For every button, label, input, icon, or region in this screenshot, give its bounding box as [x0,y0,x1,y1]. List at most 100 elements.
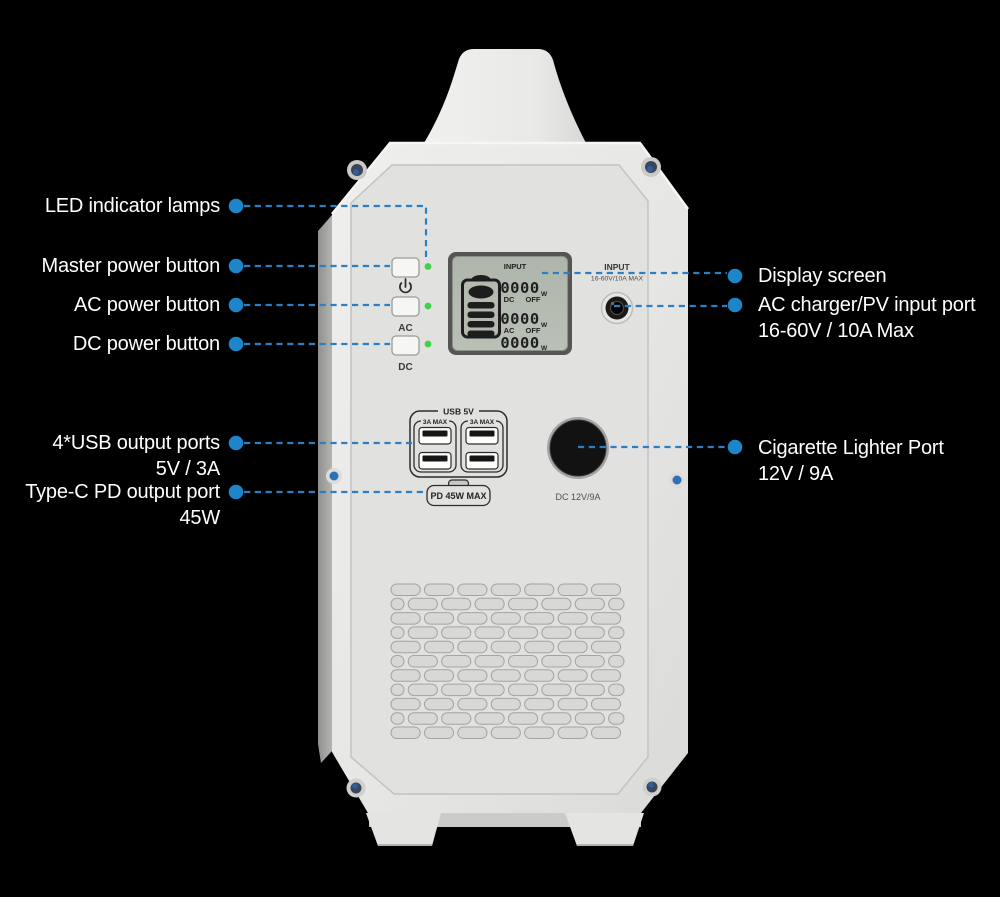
cig-port-label: DC 12V/9A [555,492,600,502]
lcd-row1-unit: W [541,291,548,298]
vent-slot [490,697,521,711]
dot-cig-port [727,439,743,455]
usb-block-right-label: 3A MAX [470,419,495,426]
vent-slot [474,712,505,725]
vent-slot [441,626,472,639]
body-side-face [318,215,332,763]
dot-led-indicators [228,198,244,214]
callout-cig-port: Cigarette Lighter Port 12V / 9A [758,435,944,487]
usb-group-label: USB 5V [443,407,474,417]
vent-slot [541,655,572,668]
vent-slot [524,612,555,625]
vent-slot [457,726,488,739]
vent-slot [490,726,521,739]
vent-slot [390,583,421,596]
callout-label: Type-C PD output port [25,481,220,503]
vent-slot [557,669,588,682]
vent-slot [390,726,421,739]
vent-slot [390,612,421,625]
dc-power-button[interactable] [391,335,420,356]
vent-slot [574,626,605,639]
usb-port-2[interactable] [418,451,452,470]
led-master [424,263,432,270]
vent-slot [390,697,421,711]
usb-block-left-label-bg [421,417,449,426]
callout-input-port: AC charger/PV input port 16-60V / 10A Ma… [758,292,976,344]
dot-input-port [727,297,743,313]
master-power-button[interactable] [391,257,420,278]
vent-slot [390,669,421,682]
vent-slot [608,597,625,611]
callout-dc-power: DC power button [73,331,220,357]
callout-lines [244,204,727,494]
callout-label: LED indicator lamps [44,195,220,217]
callout-dots [228,198,743,500]
callout-label: AC power button [74,294,220,316]
callout-usb-ports: 4*USB output ports 5V / 3A [52,430,220,482]
dot-dc-button [228,336,244,352]
vent-slot [423,726,455,739]
callout-display-screen: Display screen [758,263,887,289]
lcd-row1-label: INPUT [504,262,527,271]
vent-slot [441,683,472,697]
dot-type-c [228,484,244,500]
vent-slot [574,655,605,668]
vent-slot [557,697,588,711]
vent-slot [407,597,438,611]
lcd-row2-status: OFF [526,295,541,304]
vent-slot [423,583,455,596]
vent-slot [490,669,521,682]
lcd-row3-digits: 0000 [500,334,539,352]
vent-slot [457,583,488,596]
vent-slot [490,583,521,596]
vent-slot [608,655,625,668]
usb-port-4[interactable] [465,451,499,470]
lcd-row2-label: DC [504,295,515,304]
lcd-row3-status: OFF [526,326,541,335]
vent-slot [457,697,488,711]
usb-port-1[interactable] [418,426,452,445]
battery-icon [461,275,501,339]
vent-slot [608,712,625,725]
dot-ac-button [228,297,244,313]
ac-pv-input-port[interactable]: INPUT 16-60V/10A MAX [591,262,644,325]
vent-slot [590,583,622,596]
control-buttons: AC DC [391,257,432,373]
vent-slot [407,626,438,639]
ac-power-button[interactable] [391,296,420,317]
lcd-row3-label: AC [504,326,515,335]
vent-slot [390,640,421,654]
vent-slot [507,683,539,697]
led-ac [424,302,432,310]
vent-slot [390,712,405,725]
vent-slot [590,726,622,739]
vent-slot [441,655,472,668]
callout-led-indicators: LED indicator lamps [45,193,220,219]
callout-label: 4*USB output ports [52,432,220,454]
screw-mid-left [326,468,342,484]
vent-slot [507,712,539,725]
vent-slot [407,683,438,697]
lcd-row3-unit: W [541,345,548,352]
corner-screws [326,157,685,798]
vent-slot [590,697,622,711]
callout-sublabel: 5V / 3A [155,458,220,480]
callout-label: DC power button [72,333,220,355]
vent-slot [590,669,622,682]
vent-slot [557,612,588,625]
vent-slot [608,683,625,697]
vent-slot [608,626,625,639]
pd-label-box [426,484,491,507]
vent-slot [474,626,505,639]
input-port-spec: 16-60V/10A MAX [591,276,644,283]
vent-slot [557,726,588,739]
usb-port-3[interactable] [465,426,499,445]
vent-grille [390,583,625,739]
dot-display [727,268,743,284]
display-screen: INPUT 0000 W DC OFF 0000 W AC OFF 0000 W [448,252,572,355]
callout-sublabel: 16-60V / 10A Max [758,320,914,342]
vent-slot [390,597,405,611]
vent-slot [423,669,455,682]
